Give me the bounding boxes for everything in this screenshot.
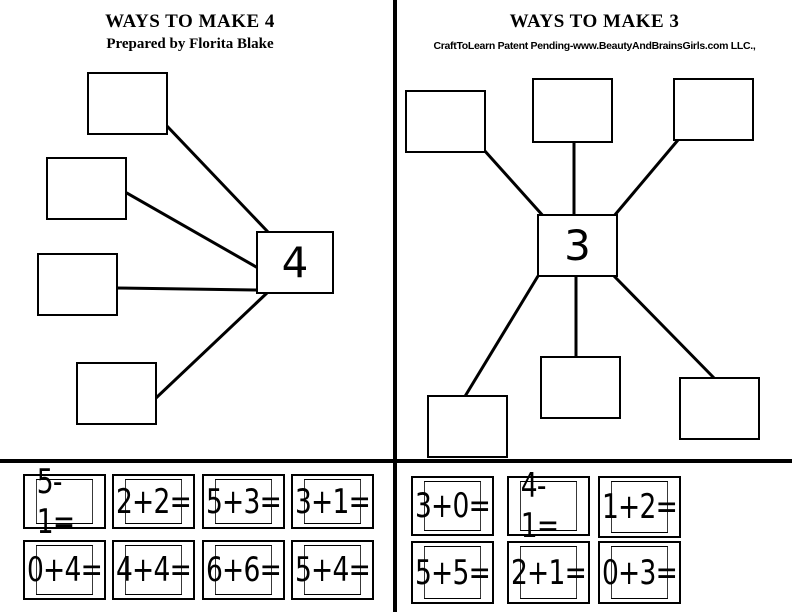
connector-right-4 <box>462 275 540 399</box>
equation-card[interactable]: 0+4= <box>23 540 106 600</box>
equation-text: 3+1= <box>295 479 371 524</box>
connector-left-3 <box>115 286 259 292</box>
answer-box-right-5[interactable] <box>540 356 621 419</box>
equation-text: 0+3= <box>602 546 678 599</box>
equation-card[interactable]: 3+1= <box>291 474 374 529</box>
left-title: WAYS TO MAKE 4 <box>105 11 275 32</box>
equation-text: 2+1= <box>511 546 587 599</box>
equation-text: 5-1= <box>36 462 93 542</box>
answer-box-right-4[interactable] <box>427 395 508 458</box>
connector-right-1 <box>482 148 547 220</box>
equation-card[interactable]: 5+3= <box>202 474 285 529</box>
connector-right-3 <box>612 139 680 217</box>
center-number-box-left: 4 <box>256 231 334 294</box>
equation-card[interactable]: 5-1= <box>23 462 106 542</box>
answer-box-left-2[interactable] <box>46 157 127 220</box>
right-subtitle: CraftToLearn Patent Pending-www.BeautyAn… <box>433 40 756 52</box>
equation-card[interactable]: 5+5= <box>411 541 494 604</box>
answer-box-left-4[interactable] <box>76 362 157 425</box>
equation-text: 2+2= <box>116 479 192 524</box>
equation-text: 4-1= <box>520 466 577 546</box>
connector-right-6 <box>612 274 718 382</box>
connector-left-4 <box>154 290 270 400</box>
equation-text: 4+4= <box>116 545 192 595</box>
equation-text: 1+2= <box>602 481 678 533</box>
answer-box-left-3[interactable] <box>37 253 118 316</box>
equation-card[interactable]: 4-1= <box>507 466 590 546</box>
equation-card[interactable]: 2+2= <box>112 474 195 529</box>
connector-left-2 <box>124 190 259 270</box>
equation-text: 5+3= <box>206 479 282 524</box>
equation-card[interactable]: 0+3= <box>598 541 681 604</box>
connector-left-1 <box>164 123 270 234</box>
equation-card[interactable]: 4+4= <box>112 540 195 600</box>
answer-box-left-1[interactable] <box>87 72 168 135</box>
answer-box-right-1[interactable] <box>405 90 486 153</box>
vertical-divider <box>393 0 397 612</box>
left-subtitle: Prepared by Florita Blake <box>106 36 274 52</box>
answer-box-right-6[interactable] <box>679 377 760 440</box>
equation-card[interactable]: 1+2= <box>598 476 681 538</box>
equation-text: 5+5= <box>415 546 491 599</box>
horizontal-divider <box>0 459 792 463</box>
equation-text: 6+6= <box>206 545 282 595</box>
equation-text: 3+0= <box>415 481 491 531</box>
equation-text: 0+4= <box>27 545 103 595</box>
center-number-box-right: 3 <box>537 214 618 277</box>
answer-box-right-3[interactable] <box>673 78 754 141</box>
equation-card[interactable]: 3+0= <box>411 476 494 536</box>
equation-card[interactable]: 5+4= <box>291 540 374 600</box>
equation-card[interactable]: 6+6= <box>202 540 285 600</box>
equation-card[interactable]: 2+1= <box>507 541 590 604</box>
right-title: WAYS TO MAKE 3 <box>509 11 680 32</box>
equation-text: 5+4= <box>295 545 371 595</box>
answer-box-right-2[interactable] <box>532 78 613 143</box>
